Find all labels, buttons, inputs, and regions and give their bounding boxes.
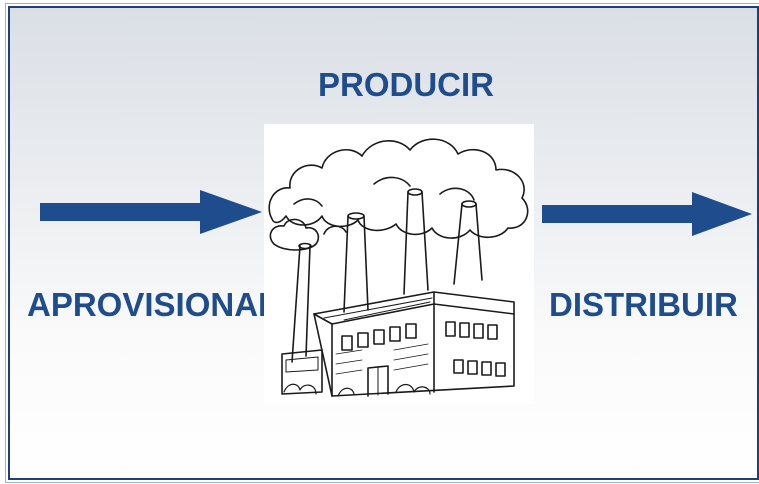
input-arrow — [40, 190, 262, 234]
producir-title: PRODUCIR — [318, 66, 495, 103]
aprovisionar-label: APROVISIONAR — [27, 286, 282, 323]
output-arrow — [542, 192, 752, 236]
factory-icon — [268, 138, 529, 397]
distribuir-label: DISTRIBUIR — [549, 286, 738, 323]
factory-illustration — [264, 124, 534, 404]
